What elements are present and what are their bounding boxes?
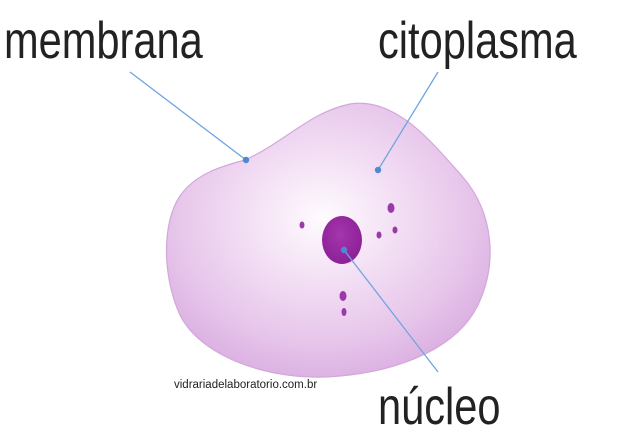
nucleus-pointer-dot [341,247,347,253]
membrane-label: membrana [4,11,204,70]
nucleus-shape [322,216,362,264]
granule [393,227,398,234]
nucleus-label: núcleo [378,377,501,436]
cytoplasm-pointer-dot [375,167,381,173]
granule [300,222,305,229]
granule [342,308,347,316]
granule [388,203,395,213]
granule [340,291,347,301]
source-watermark: vidrariadelaboratorio.com.br [174,379,317,391]
membrane-pointer-dot [243,157,249,163]
membrane-leader-line [130,72,246,160]
cytoplasm-label: citoplasma [378,11,578,70]
granule [377,232,382,239]
